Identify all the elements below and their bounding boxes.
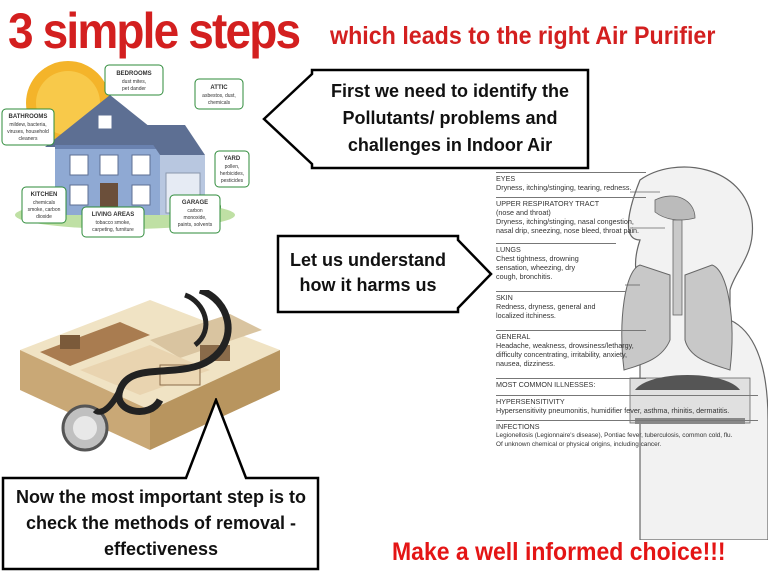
- label-yard: YARD pollen, herbicides, pesticides: [214, 150, 250, 188]
- health-upper-respiratory: UPPER RESPIRATORY TRACT (nose and throat…: [496, 197, 646, 235]
- health-infections-line: Legionellosis (Legionnaire's disease), P…: [496, 432, 733, 439]
- svg-text:dioxide: dioxide: [36, 214, 52, 220]
- health-hypersensitivity-head: HYPERSENSITIVITY: [496, 397, 565, 406]
- page-subtitle: which leads to the right Air Purifier: [330, 22, 716, 50]
- svg-text:asbestos, dust,: asbestos, dust,: [202, 93, 236, 99]
- svg-text:LIVING AREAS: LIVING AREAS: [92, 212, 134, 218]
- callout-step3: Now the most important step is to check …: [6, 484, 316, 562]
- health-upper-respiratory-line: Dryness, itching/stinging, nasal congest…: [496, 217, 634, 226]
- label-attic: ATTIC asbestos, dust, chemicals: [194, 78, 244, 110]
- label-bedrooms: BEDROOMS dust mites, pet dander: [104, 64, 164, 96]
- svg-text:GARAGE: GARAGE: [182, 200, 208, 206]
- health-general-line: Headache, weakness, drowsiness/lethargy,: [496, 341, 634, 350]
- callout-step1-line2: Pollutants/ problems and: [342, 108, 558, 128]
- health-skin: SKIN Redness, dryness, general and local…: [496, 291, 626, 320]
- svg-text:smoke, carbon: smoke, carbon: [28, 207, 61, 213]
- svg-text:paints, solvents: paints, solvents: [178, 222, 213, 228]
- svg-text:carbon: carbon: [187, 208, 203, 214]
- health-effects-panel: [621, 166, 768, 540]
- health-infections: INFECTIONS Legionellosis (Legionnaire's …: [496, 420, 758, 449]
- label-bathrooms: BATHROOMS mildew, bacteria, viruses, hou…: [1, 108, 55, 146]
- health-general-line: difficulty concentrating, irritability, …: [496, 350, 628, 359]
- make-informed-choice-text: Make a well informed choice!!!: [392, 538, 726, 566]
- health-upper-respiratory-head: UPPER RESPIRATORY TRACT: [496, 199, 600, 208]
- svg-text:monoxide,: monoxide,: [183, 215, 206, 221]
- health-general: GENERAL Headache, weakness, drowsiness/l…: [496, 330, 646, 368]
- health-common-illnesses: MOST COMMON ILLNESSES:: [496, 378, 646, 389]
- house-illustration: BEDROOMS dust mites, pet dander ATTIC as…: [1, 61, 250, 238]
- health-eyes-head: EYES: [496, 174, 516, 183]
- health-skin-head: SKIN: [496, 293, 513, 302]
- svg-text:pollen,: pollen,: [225, 164, 240, 170]
- svg-text:KITCHEN: KITCHEN: [31, 192, 58, 198]
- callout-step1-line3: challenges in Indoor Air: [347, 135, 553, 155]
- svg-text:chemicals: chemicals: [33, 200, 56, 206]
- health-lungs-head: LUNGS: [496, 245, 521, 254]
- health-hypersensitivity: HYPERSENSITIVITY Hypersensitivity pneumo…: [496, 395, 758, 415]
- health-infections-head: INFECTIONS: [496, 422, 540, 431]
- label-kitchen: KITCHEN chemicals smoke, carbon dioxide: [21, 186, 67, 224]
- health-upper-respiratory-line: (nose and throat): [496, 208, 551, 217]
- health-skin-line: Redness, dryness, general and: [496, 302, 596, 311]
- callout-step3-line3: effectiveness: [103, 539, 219, 559]
- svg-text:BATHROOMS: BATHROOMS: [9, 114, 48, 120]
- svg-text:pesticides: pesticides: [221, 178, 244, 184]
- callout-step1-line1: First we need to identify the: [330, 81, 570, 101]
- callout-step2-line2: how it harms us: [299, 275, 437, 295]
- svg-text:YARD: YARD: [224, 156, 241, 162]
- callout-step2-shape: [276, 234, 493, 314]
- health-general-line: nausea, dizziness.: [496, 359, 556, 368]
- callout-step3-line1: Now the most important step is to: [15, 487, 306, 507]
- health-skin-line: localized itchiness.: [496, 311, 556, 320]
- health-lungs: LUNGS Chest tightness, drowning sensatio…: [496, 243, 616, 281]
- svg-text:cleaners: cleaners: [19, 136, 38, 142]
- svg-text:tobacco smoke,: tobacco smoke,: [95, 220, 130, 226]
- label-living-areas: LIVING AREAS tobacco smoke, carpeting, f…: [81, 206, 145, 238]
- svg-text:carpeting, furniture: carpeting, furniture: [92, 227, 134, 233]
- svg-text:mildew, bacteria,: mildew, bacteria,: [9, 122, 46, 128]
- health-effects-text: EYES Dryness, itching/stinging, tearing,…: [496, 172, 758, 449]
- callout-step3-shape: [1, 398, 320, 571]
- page-title: 3 simple steps: [8, 3, 301, 59]
- svg-text:ATTIC: ATTIC: [210, 85, 228, 91]
- label-garage: GARAGE carbon monoxide, paints, solvents: [169, 194, 221, 234]
- svg-text:chemicals: chemicals: [208, 100, 231, 106]
- health-upper-respiratory-line: nasal drip, sneezing, nose bleed, throat…: [496, 226, 640, 235]
- health-common-illnesses-head: MOST COMMON ILLNESSES:: [496, 380, 596, 389]
- callout-step2-line1: Let us understand: [289, 250, 446, 270]
- callout-step1: First we need to identify the Pollutants…: [320, 78, 580, 159]
- health-lungs-line: Chest tightness, drowning: [496, 254, 579, 263]
- svg-text:BEDROOMS: BEDROOMS: [116, 71, 151, 77]
- rooms-stethoscope-illustration: [20, 290, 280, 452]
- health-lungs-line: sensation, wheezing, dry: [496, 263, 576, 272]
- svg-text:dust mites,: dust mites,: [122, 79, 146, 85]
- callout-step3-line2: check the methods of removal -: [25, 513, 297, 533]
- svg-text:herbicides,: herbicides,: [220, 171, 244, 177]
- health-hypersensitivity-line: Hypersensitivity pneumonitis, humidifier…: [496, 406, 730, 415]
- health-infections-line: Of unknown chemical or physical origins,…: [496, 441, 662, 448]
- health-eyes: EYES Dryness, itching/stinging, tearing,…: [496, 172, 646, 192]
- health-general-head: GENERAL: [496, 332, 531, 341]
- callout-step2: Let us understand how it harms us: [282, 248, 454, 298]
- health-lungs-line: cough, bronchitis.: [496, 272, 553, 281]
- callout-step1-shape: [262, 68, 590, 170]
- svg-text:viruses, household: viruses, household: [7, 129, 49, 135]
- health-eyes-line: Dryness, itching/stinging, tearing, redn…: [496, 183, 632, 192]
- svg-text:pet dander: pet dander: [122, 86, 146, 92]
